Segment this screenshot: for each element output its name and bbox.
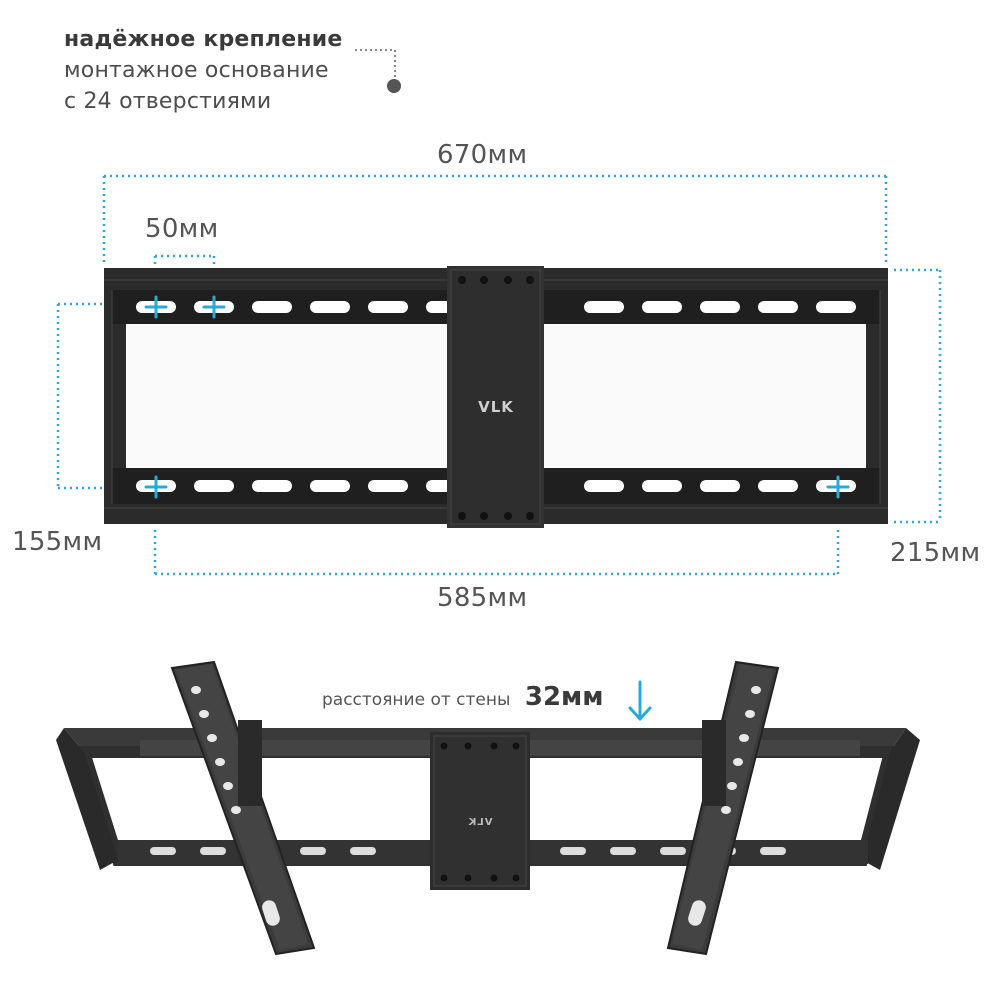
label-left-vertical: 155мм bbox=[12, 527, 103, 557]
label-right-vertical: 215мм bbox=[890, 538, 981, 568]
distance-caption: расстояние от стены bbox=[322, 690, 511, 710]
center-plate bbox=[447, 266, 544, 528]
bottom-slot-row bbox=[136, 480, 856, 492]
dimension-total-width bbox=[102, 174, 888, 262]
distance-value: 32мм bbox=[524, 682, 604, 712]
feature-line-2: монтажное основание bbox=[64, 58, 329, 83]
arrow-down-icon bbox=[628, 680, 652, 721]
label-hole-pitch: 50мм bbox=[145, 214, 219, 244]
plate-screws-bottom bbox=[458, 512, 534, 520]
dot-leader-icon bbox=[355, 49, 401, 93]
dimension-left-vertical bbox=[56, 302, 106, 490]
dimension-right-vertical bbox=[894, 268, 942, 524]
plus-icon bbox=[144, 295, 850, 499]
dimension-hole-span bbox=[153, 530, 840, 576]
brand-logo-mirrored: VLK bbox=[467, 817, 493, 828]
feature-line-3: с 24 отверстиями bbox=[64, 89, 272, 114]
brand-logo: VLK bbox=[478, 398, 514, 416]
plate-screws-top bbox=[458, 276, 534, 284]
feature-description: надёжное крепление монтажное основание с… bbox=[64, 24, 343, 117]
distance-from-wall: расстояние от стены 32мм bbox=[322, 682, 604, 712]
label-hole-span: 585мм bbox=[437, 583, 528, 613]
feature-title: надёжное крепление bbox=[64, 27, 343, 52]
perspective-view-mount bbox=[56, 660, 920, 956]
label-total-width: 670мм bbox=[437, 140, 528, 170]
